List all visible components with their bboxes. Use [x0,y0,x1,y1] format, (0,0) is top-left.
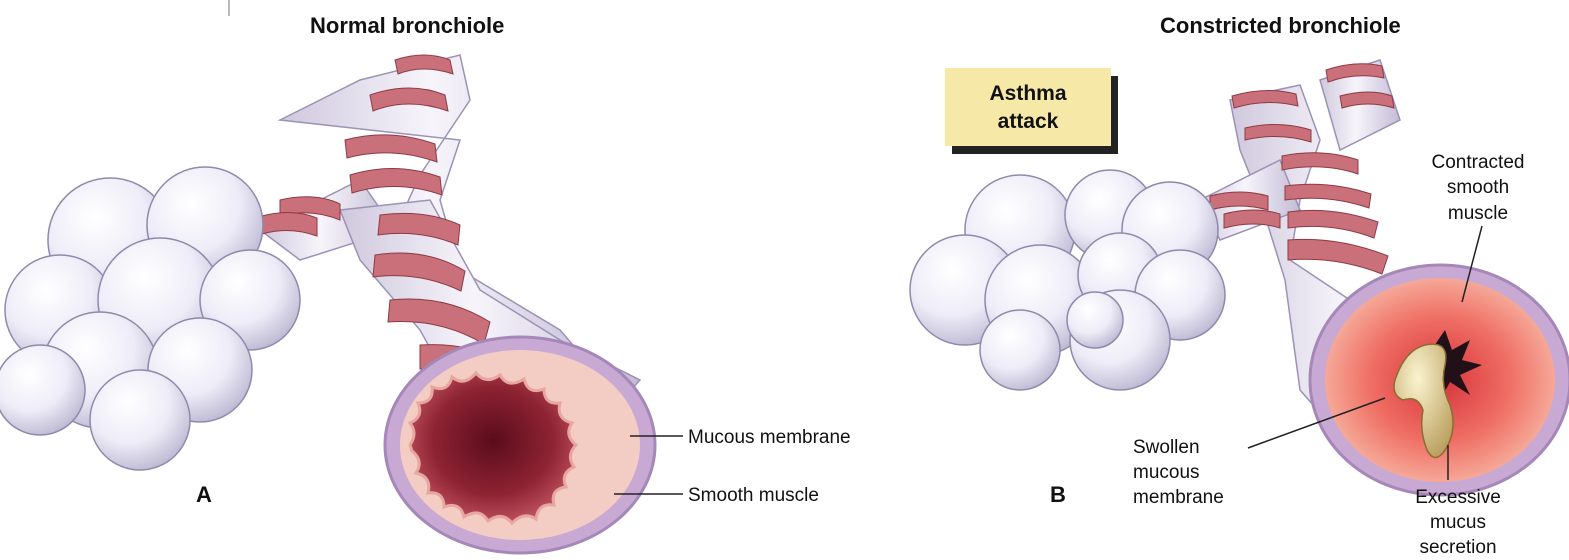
panel-b-letter: B [1050,482,1066,507]
mucous-membrane-label: Mucous membrane [688,427,851,448]
excessive-label-line-3: secretion [1419,537,1496,558]
badge-line-1: Asthma [989,82,1066,105]
panel-b: Asthma attack [910,13,1569,558]
smooth-muscle-label: Smooth muscle [688,485,819,506]
excessive-label-line-2: mucus [1430,512,1486,533]
contracted-label-line-2: smooth [1447,177,1509,198]
normal-alveoli-cluster [0,167,300,470]
normal-bronchiole-cross-section [385,337,655,553]
contracted-label-line-3: muscle [1448,203,1508,224]
swollen-label-line-1: Swollen [1133,437,1200,458]
constricted-bronchiole-title: Constricted bronchiole [1160,13,1401,38]
constricted-alveoli-cluster [910,170,1225,390]
constricted-bronchiole-cross-section [1310,265,1569,495]
contracted-label-line-1: Contracted [1432,152,1525,173]
panel-a: Normal bronchiole Mucous membrane Smooth… [0,13,851,553]
swollen-label-line-2: mucous [1133,462,1200,483]
asthma-attack-badge: Asthma attack [945,68,1118,154]
normal-bronchiole-title: Normal bronchiole [310,13,504,38]
excessive-label-line-1: Excessive [1415,487,1501,508]
panel-a-letter: A [196,482,212,507]
swollen-label-line-3: membrane [1133,487,1224,508]
badge-line-2: attack [998,110,1059,133]
